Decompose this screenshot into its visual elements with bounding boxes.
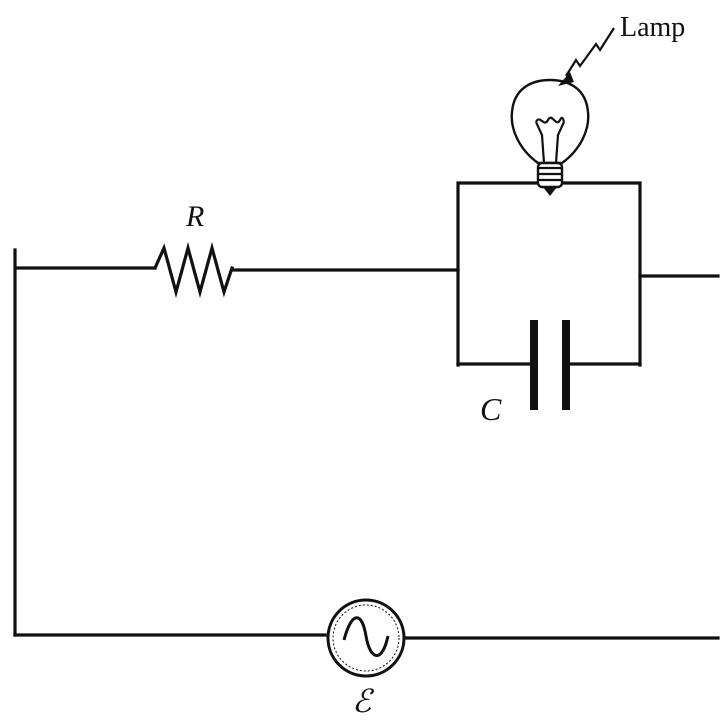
light-bulb-icon (510, 78, 590, 196)
ac-source-icon (326, 598, 406, 678)
lamp-label: Lamp (620, 12, 685, 43)
source-label: ℰ (352, 683, 375, 719)
resistor-label: R (185, 200, 204, 233)
capacitor-plate-right (562, 320, 570, 410)
lamp-branch-wire (456, 181, 642, 367)
lamp-pointer-arrow (558, 27, 615, 86)
capacitor-plate-left (530, 320, 538, 410)
resistor (152, 241, 235, 299)
capacitor-label: C (480, 391, 502, 427)
